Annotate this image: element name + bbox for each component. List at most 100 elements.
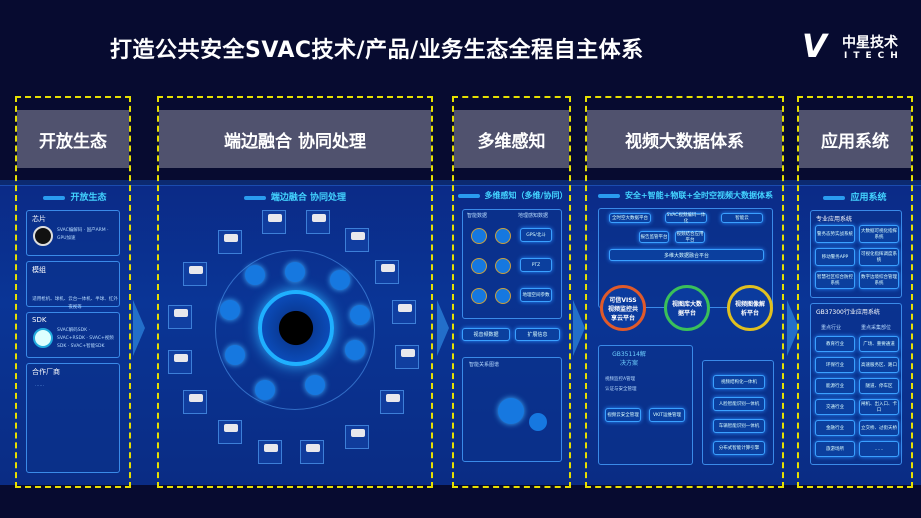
chip-icon (33, 226, 53, 246)
flow-arrow (133, 300, 145, 356)
audio-video-tag: 视音频数据 (462, 328, 510, 341)
graph-title: 智能关系图谱 (469, 362, 500, 368)
card-chip: 芯片 SVAC编解码 · 国产ARM · GPU加速 (26, 210, 120, 256)
person-icon (529, 413, 547, 431)
camera-icon (218, 230, 242, 254)
sub-perception: 多维感知（多维/协同） (455, 190, 570, 201)
device-node-icon (285, 262, 305, 282)
card-text: SVAC编解码 · 国产ARM · GPU加速 (57, 228, 109, 241)
flow-arrow (787, 300, 799, 356)
location-box: 隧道、停车区 (859, 378, 899, 394)
lens-hub-icon (258, 290, 334, 366)
gb-box: 视频云安全管理 (605, 408, 641, 422)
card-gb35114: GB35114解决方案 视频云安全管理 VKIT运维管理 视频监控A管理 认证与… (598, 345, 693, 465)
location-box: 闸机、出入口、卡口 (859, 399, 899, 415)
pro-apps-title: 专业应用系统 (816, 216, 853, 223)
card-title: 模组 (32, 266, 46, 274)
gb35114-title: GB35114解决方案 (612, 351, 646, 367)
sub-apps: 应用系统 (800, 190, 910, 203)
app-box[interactable]: 大数据可视化指挥系统 (859, 225, 899, 243)
device-node-icon (220, 300, 240, 320)
camera-icon (306, 210, 330, 234)
device-node-icon (350, 305, 370, 325)
card-module: 模组 适用枪机、球机、云台一体机、半球、红外夜视等 (26, 261, 120, 310)
gps-box: GPS/北斗 (520, 228, 552, 242)
header-open-ecosystem: 开放生态 (17, 110, 129, 168)
fusion-platform-bar: 多维大数据融合平台 (609, 249, 764, 261)
camera-icon (300, 440, 324, 464)
header-perception: 多维感知 (454, 110, 569, 168)
weather-icon (471, 258, 487, 274)
image-analysis-circle: 视频图像解析平台 (727, 285, 773, 331)
platform-box: 全时空大数据平台 (609, 213, 651, 223)
header-bigdata: 视频大数据体系 (587, 110, 782, 168)
card-sensing: 智能数据 地理感知数据 GPS/北斗 PTZ 地理空间参数 (462, 209, 562, 319)
sdk-icon (33, 328, 53, 348)
appliance-box: 人脸智能识别一体机 (713, 397, 765, 411)
camera-icon (375, 260, 399, 284)
location-box: 高速服务区、路口 (859, 357, 899, 373)
platform-box: 报告监管平台 (639, 231, 669, 243)
ring (215, 250, 375, 410)
gb-item: 认证与安全管理 (605, 387, 637, 392)
geo-data-label: 地理感知数据 (518, 213, 549, 219)
platform-box: SVAC视频编码一体化 (665, 213, 707, 224)
sound-icon (471, 288, 487, 304)
device-node-icon (245, 265, 265, 285)
device-node-icon (225, 345, 245, 365)
location-box: 立交桥、过街天桥 (859, 420, 899, 436)
card-title: 芯片 (32, 215, 46, 223)
car-icon (495, 228, 511, 244)
card-text: …… (35, 383, 44, 388)
industry-box: 交通行业 (815, 399, 855, 415)
smart-data-label: 智能数据 (467, 213, 488, 219)
ptz-box: PTZ (520, 258, 552, 272)
camera-icon (168, 305, 192, 329)
app-box[interactable]: 可视化指挥调度系统 (859, 248, 899, 266)
card-partners: 合作厂商 …… (26, 363, 120, 473)
extension-tag: 扩展信息 (515, 328, 560, 341)
wind-icon (495, 258, 511, 274)
sub-open: 开放生态 (25, 190, 125, 203)
viss-platform-circle: 可信VISS视频监控共享云平台 (600, 285, 646, 331)
col-industry: 重点行业 (821, 325, 842, 331)
card-text: 适用枪机、球机、云台一体机、半球、红外夜视等 (32, 297, 118, 310)
app-box[interactable]: 警务态势实战系统 (815, 225, 855, 243)
company-logo: V 中星技术 ITECH (802, 30, 917, 66)
logo-en: ITECH (844, 51, 904, 61)
gb37300-title: GB37300行业应用系统 (816, 309, 880, 316)
logo-cn: 中星技术 (842, 35, 898, 51)
flow-arrow (437, 300, 449, 356)
app-box[interactable]: 移动警务APP (815, 248, 855, 266)
platform-box: 视频结合应用平台 (675, 231, 705, 243)
camera-icon (345, 228, 369, 252)
card-text: SVAC解码SDK · SVAC+RSDK · SVAC+视频SDK · SVA… (57, 328, 114, 349)
sub-edge: 端边融合 协同处理 (160, 190, 430, 203)
card-title: SDK (32, 316, 47, 324)
device-node-icon (345, 340, 365, 360)
header-edge-fusion: 端边融合 协同处理 (159, 110, 431, 168)
appliance-box: 分布式智能计算引擎 (713, 441, 765, 455)
device-node-icon (255, 380, 275, 400)
camera-icon (183, 390, 207, 414)
camera-icon (345, 425, 369, 449)
app-box[interactable]: 智慧社区综合防控系统 (815, 271, 855, 289)
camera-icon (183, 262, 207, 286)
card-graph: 智能关系图谱 (462, 357, 562, 462)
slide-title: 打造公共安全SVAC技术/产品/业务生态全程自主体系 (110, 38, 644, 63)
camera-icon (395, 345, 419, 369)
camera-icon (262, 210, 286, 234)
geo-param-box: 地理空间参数 (520, 288, 552, 302)
card-pro-apps: 专业应用系统 警务态势实战系统 大数据可视化指挥系统 移动警务APP 可视化指挥… (810, 210, 902, 298)
app-box[interactable]: 数字边境综合管理系统 (859, 271, 899, 289)
industry-box: 旅游场所 (815, 441, 855, 457)
location-box: 广场、重要通道 (859, 336, 899, 352)
col-location: 重点采集部位 (861, 325, 892, 331)
vehicle-hub-icon (498, 398, 524, 424)
gb-box: VKIT运维管理 (649, 408, 685, 422)
industry-box: 教育行业 (815, 336, 855, 352)
camera-icon (392, 300, 416, 324)
logo-mark: V (802, 27, 827, 65)
face-icon (471, 228, 487, 244)
camera-icon (258, 440, 282, 464)
